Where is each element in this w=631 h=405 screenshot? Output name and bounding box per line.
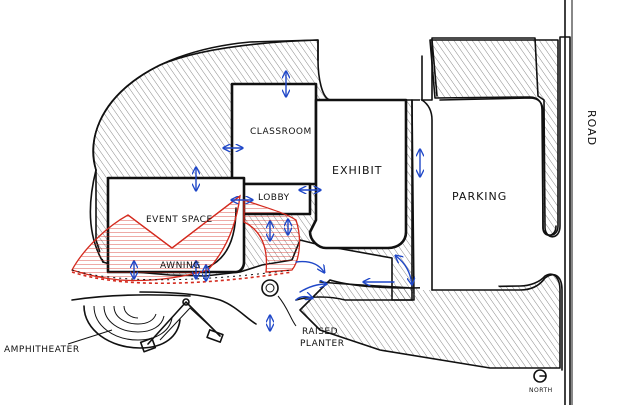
arrow-icon	[295, 260, 324, 272]
road-label: ROAD	[585, 110, 598, 146]
raised-planter	[261, 279, 297, 327]
awning-west	[71, 194, 241, 282]
event-space-label: EVENT SPACE	[146, 215, 213, 225]
raised-planter-label-1: RAISED	[302, 327, 338, 337]
arrow-icon	[396, 256, 412, 284]
circulation-arrows	[134, 72, 420, 330]
amphitheater-label: AMPHITHEATER	[4, 345, 80, 355]
arrow-icon	[295, 297, 312, 301]
awning-edge-dashed	[71, 271, 293, 285]
parking-label: PARKING	[452, 190, 507, 203]
awning-label: AWNING	[160, 261, 201, 271]
classroom-label: CLASSROOM	[250, 127, 312, 137]
exhibit-building	[308, 98, 408, 250]
amphitheater	[83, 298, 224, 353]
road-edge	[564, 0, 573, 405]
north-label: NORTH	[529, 387, 553, 394]
raised-planter-label-2: PLANTER	[300, 339, 344, 349]
lobby-label: LOBBY	[258, 193, 290, 203]
exhibit-label: EXHIBIT	[332, 164, 383, 177]
arrow-icon	[299, 284, 326, 293]
north-arrow-icon	[533, 369, 547, 383]
amphitheater-leader	[67, 329, 113, 345]
